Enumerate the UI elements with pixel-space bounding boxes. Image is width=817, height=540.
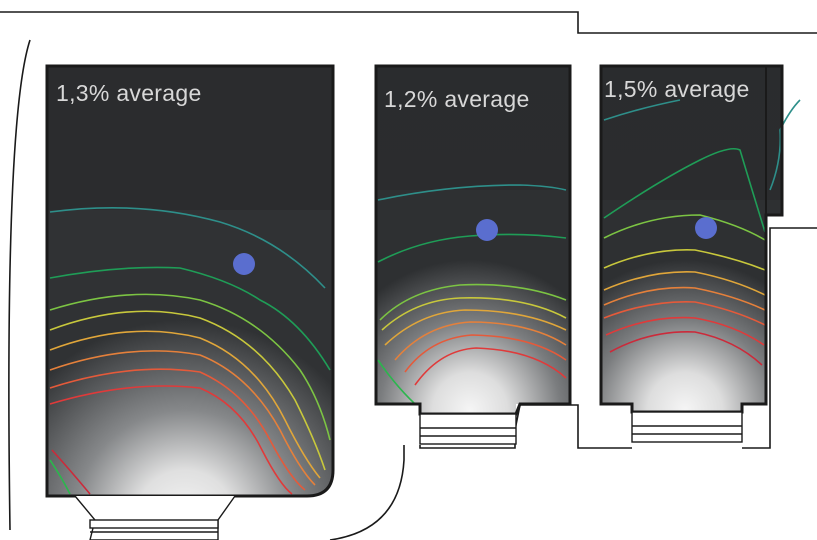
window-sill: [89, 519, 219, 529]
contour-line: [49, 385, 293, 495]
contour-line: [603, 301, 766, 326]
contour-line: [49, 266, 331, 371]
room-1-top-band: [47, 66, 333, 210]
contour-line: [381, 297, 567, 331]
contour-line: [49, 330, 321, 479]
room-2-top-band: [376, 66, 570, 190]
contour-line: [49, 310, 326, 471]
room-1-wall: [45, 64, 335, 498]
contour-line: [49, 293, 331, 441]
room-2-window: [419, 413, 517, 445]
contour-line: [379, 283, 567, 321]
contour-line: [605, 316, 765, 346]
room-1: 1,3% average: [45, 64, 335, 540]
right-wall: [742, 227, 817, 449]
contour-line: [377, 359, 416, 405]
room-2-sensor-dot: [476, 219, 498, 241]
contour-line: [49, 368, 306, 491]
room-3: 1,5% average: [599, 64, 801, 443]
contour-line: [603, 286, 766, 311]
room-3-average-label: 1,5% average: [604, 76, 750, 102]
contour-line: [603, 271, 766, 296]
contour-line: [603, 249, 766, 271]
contour-line: [603, 99, 681, 121]
window-frame: [631, 411, 743, 443]
contour-line: [394, 321, 567, 361]
room-1-average-label: 1,3% average: [56, 80, 202, 106]
contour-line: [49, 459, 71, 495]
room-2: 1,2% average: [374, 64, 572, 445]
room-3-top-band: [601, 66, 782, 200]
contour-line: [414, 347, 567, 386]
contour-line: [404, 334, 567, 373]
contour-line: [603, 214, 766, 241]
contour-line: [609, 331, 763, 366]
room-3-wall: [599, 64, 784, 414]
corridor-curve: [8, 39, 31, 531]
room-1-window: [74, 495, 236, 540]
room-3-window: [631, 411, 743, 443]
room-3-sensor-dot: [695, 217, 717, 239]
window-frame: [74, 495, 236, 540]
contour-line: [603, 147, 766, 233]
room-2-contours: [377, 184, 567, 405]
room-1-sensor-dot: [233, 253, 255, 275]
contour-line: [377, 184, 567, 201]
outer-wall: [0, 11, 817, 34]
room-1-contours: [49, 206, 331, 495]
contour-line: [49, 206, 326, 289]
contour-line: [51, 449, 91, 495]
contour-line: [377, 233, 567, 263]
contour-line: [49, 350, 316, 486]
room-2-average-label: 1,2% average: [384, 86, 530, 112]
room-3-contours: [603, 99, 801, 366]
corridor-wall-lower: [419, 404, 632, 449]
contour-line: [769, 99, 801, 191]
window-frame: [419, 413, 517, 445]
contour-line: [384, 309, 567, 346]
corridor-wall-upper: [329, 445, 405, 540]
building-outline: [0, 11, 817, 540]
